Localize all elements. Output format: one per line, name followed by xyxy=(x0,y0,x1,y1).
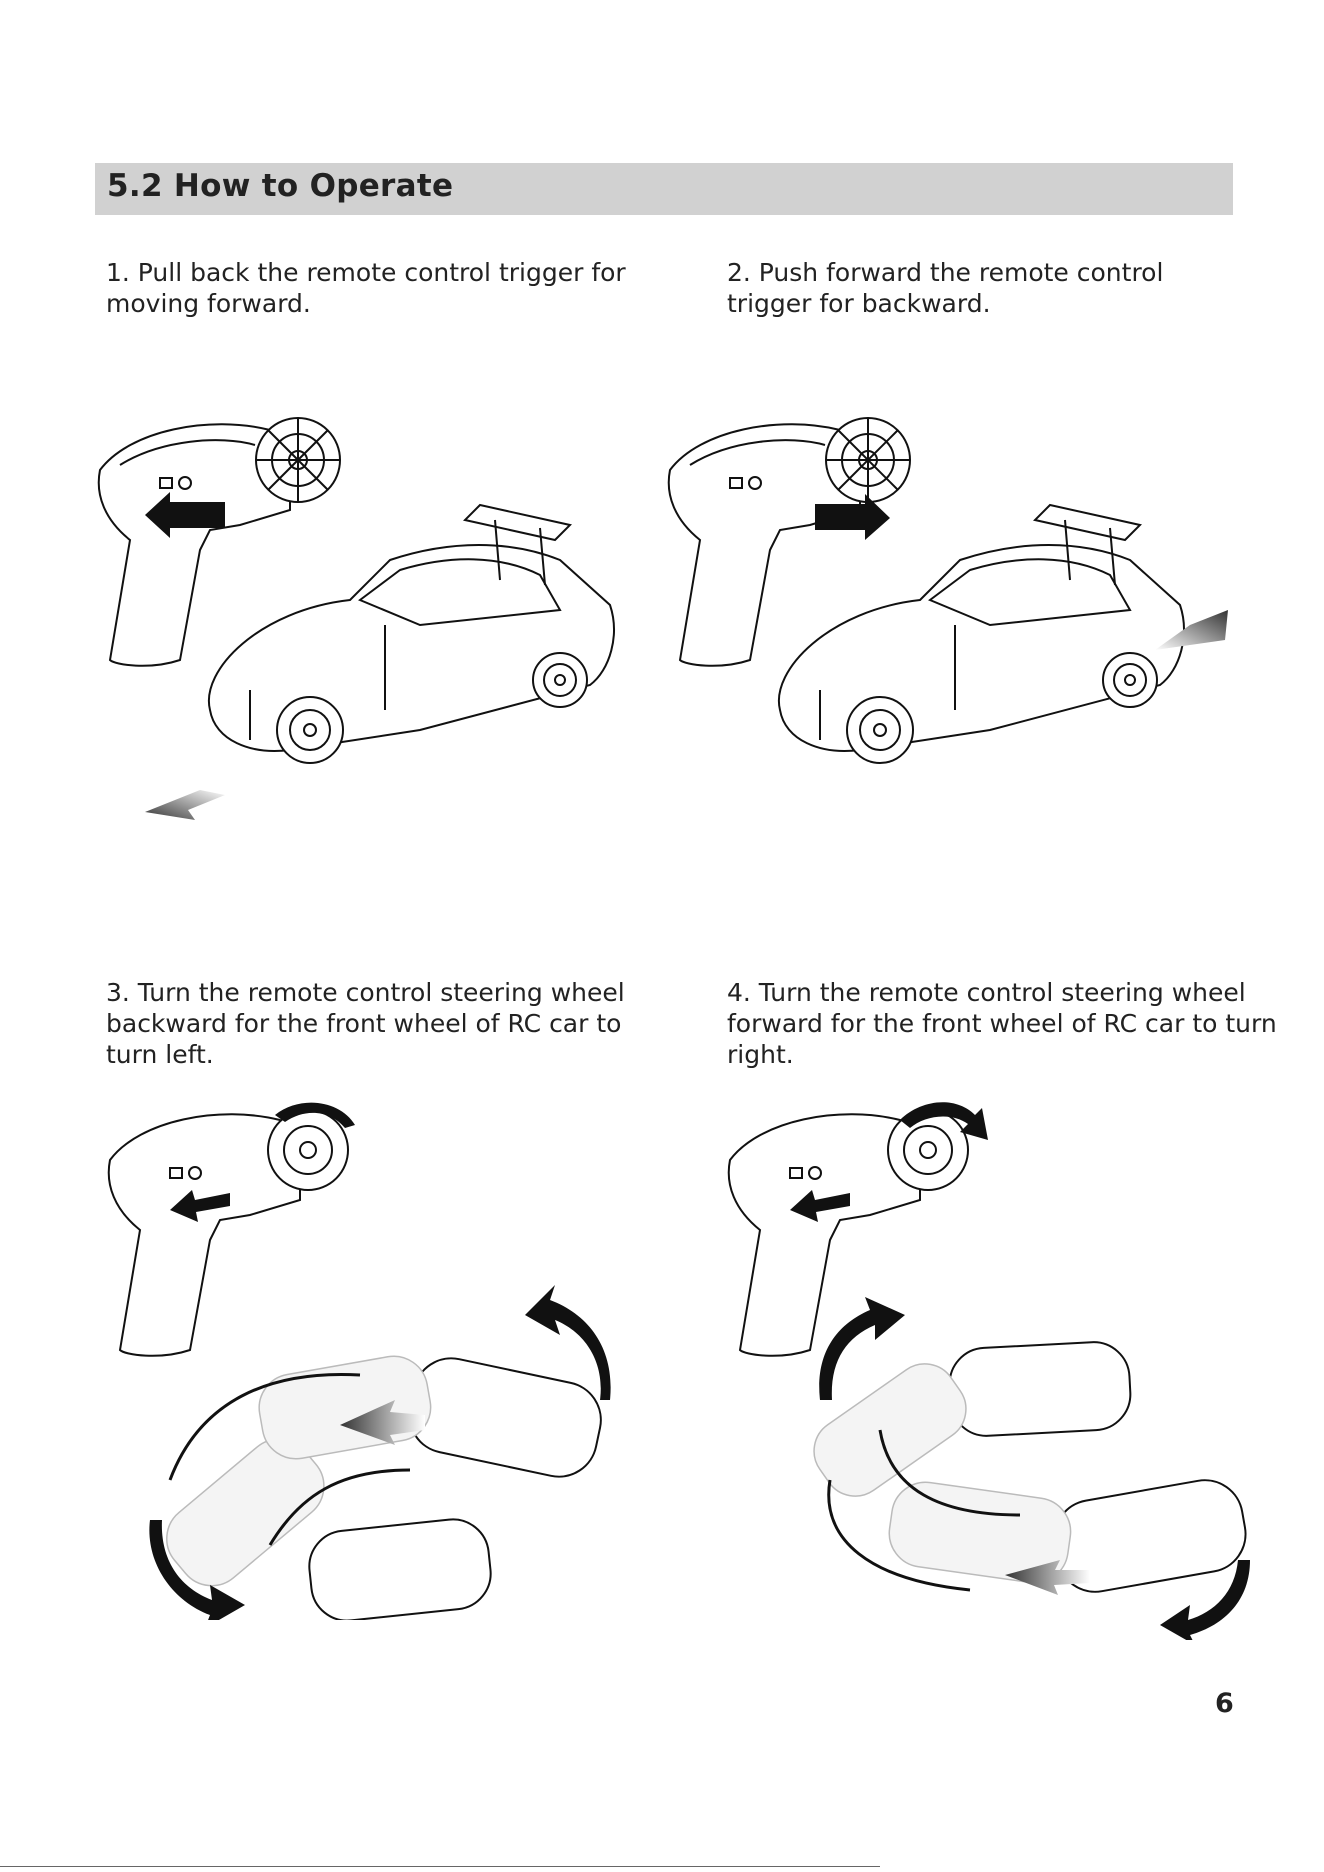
step-2-illustration xyxy=(660,410,1240,830)
step-1-illustration xyxy=(90,410,660,830)
remote-controller-icon xyxy=(729,1110,968,1356)
step-4-text: 4. Turn the remote control steering whee… xyxy=(727,977,1287,1070)
remote-controller-icon xyxy=(109,1110,348,1356)
rc-car-icon xyxy=(779,505,1184,763)
rc-car-icon xyxy=(209,505,614,763)
step-3-text: 3. Turn the remote control steering whee… xyxy=(106,977,666,1070)
step-4-illustration xyxy=(720,1100,1260,1640)
footer-rule xyxy=(0,1866,880,1867)
step-2-text: 2. Push forward the remote control trigg… xyxy=(727,257,1247,319)
step-3-illustration xyxy=(100,1100,630,1620)
page-number: 6 xyxy=(1215,1688,1234,1719)
forward-motion-arrow-icon xyxy=(145,790,225,820)
step-1-text: 1. Pull back the remote control trigger … xyxy=(106,257,626,319)
section-title: 5.2 How to Operate xyxy=(107,168,453,204)
section-header-bar: 5.2 How to Operate xyxy=(95,163,1233,215)
